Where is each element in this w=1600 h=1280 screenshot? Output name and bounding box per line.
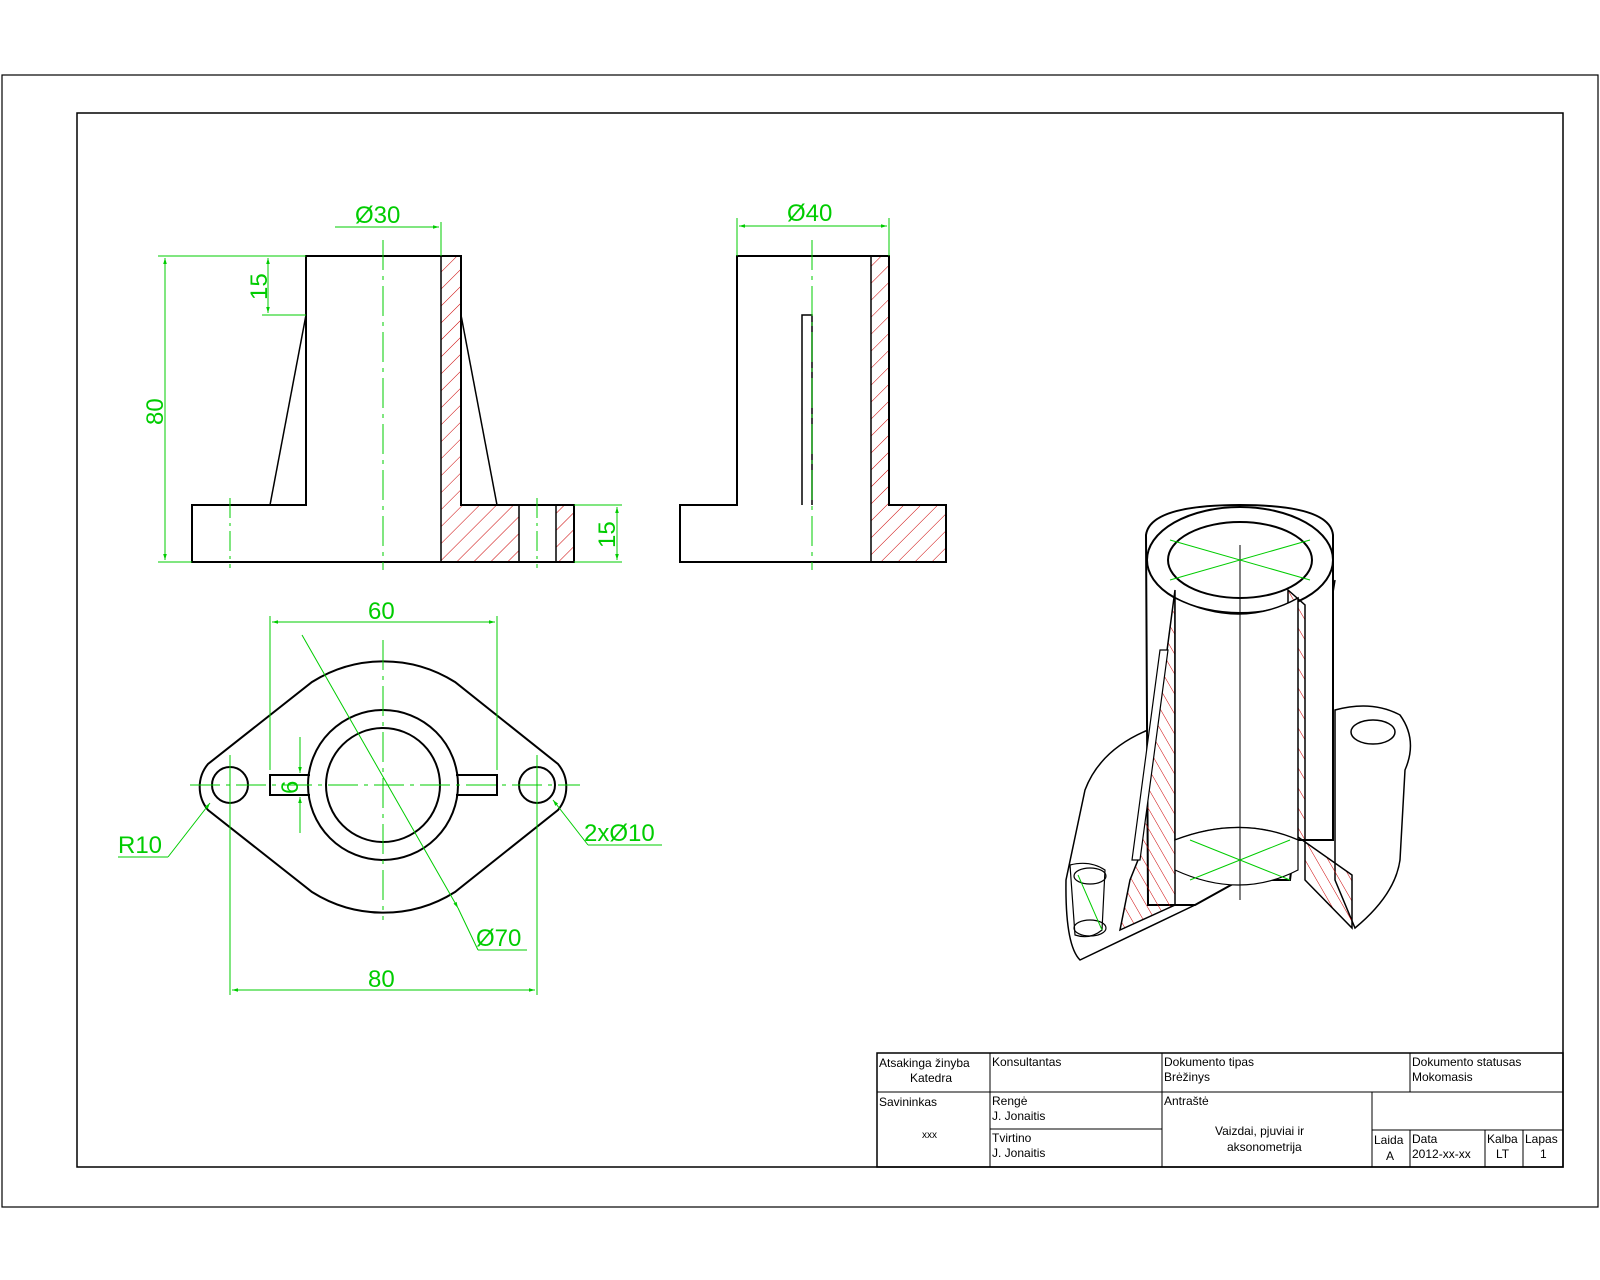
tb-owner-label: Savininkas bbox=[879, 1095, 937, 1109]
tb-issue-label: Laida bbox=[1374, 1133, 1404, 1147]
dim-plan-80: 80 bbox=[368, 966, 395, 993]
tb-title-line2: aksonometrija bbox=[1227, 1140, 1302, 1154]
tb-prepared-value: J. Jonaitis bbox=[992, 1109, 1045, 1123]
tb-language-label: Kalba bbox=[1487, 1132, 1518, 1146]
side-hatch-wall bbox=[871, 256, 889, 562]
tb-consultant-label: Konsultantas bbox=[992, 1055, 1061, 1069]
isometric-view bbox=[1065, 503, 1412, 961]
plan-view: 60 6 R10 2xØ10 Ø70 80 bbox=[118, 598, 662, 995]
tb-title-line1: Vaizdai, pjuviai ir bbox=[1215, 1124, 1304, 1138]
front-view: Ø30 15 80 15 bbox=[142, 202, 622, 570]
tb-language-value: LT bbox=[1496, 1147, 1510, 1161]
tb-doctype-value: Brėžinys bbox=[1164, 1070, 1210, 1084]
side-view: Ø40 bbox=[679, 200, 947, 570]
dim-plan-6: 6 bbox=[277, 781, 304, 794]
dim-plan-60: 60 bbox=[368, 598, 395, 625]
dim-front-15-base: 15 bbox=[594, 521, 621, 548]
front-hatch-base bbox=[461, 505, 519, 562]
tb-sheet-value: 1 bbox=[1540, 1147, 1547, 1161]
tb-responsible-label: Atsakinga žinyba bbox=[879, 1056, 970, 1070]
tb-approved-value: J. Jonaitis bbox=[992, 1146, 1045, 1160]
inner-border bbox=[76, 112, 1564, 1168]
title-block: Atsakinga žinyba Katedra Konsultantas Do… bbox=[876, 1052, 1564, 1168]
dim-plan-dia70: Ø70 bbox=[476, 925, 521, 952]
tb-date-value: 2012-xx-xx bbox=[1412, 1147, 1471, 1161]
tb-doctype-label: Dokumento tipas bbox=[1164, 1055, 1254, 1069]
front-hatch-base-end bbox=[556, 505, 574, 562]
tb-owner-value: xxx bbox=[922, 1130, 937, 1141]
dim-front-80: 80 bbox=[142, 398, 169, 425]
dim-plan-holes: 2xØ10 bbox=[584, 820, 655, 847]
tb-approved-label: Tvirtino bbox=[992, 1131, 1032, 1145]
tb-responsible-value: Katedra bbox=[910, 1071, 952, 1085]
tb-issue-value: A bbox=[1386, 1149, 1394, 1163]
tb-docstatus-label: Dokumento statusas bbox=[1412, 1055, 1521, 1069]
tb-sheet-label: Lapas bbox=[1525, 1132, 1558, 1146]
side-hatch-base bbox=[889, 505, 946, 562]
tb-title-label: Antraštė bbox=[1164, 1094, 1209, 1108]
dim-plan-r10: R10 bbox=[118, 832, 162, 859]
dim-front-15-top: 15 bbox=[246, 273, 273, 300]
dim-front-dia30: Ø30 bbox=[355, 202, 400, 229]
dim-side-dia40: Ø40 bbox=[787, 200, 832, 227]
tb-date-label: Data bbox=[1412, 1132, 1438, 1146]
outer-border bbox=[1, 74, 1599, 1208]
front-hatch-wall bbox=[441, 256, 461, 562]
tb-docstatus-value: Mokomasis bbox=[1412, 1070, 1473, 1084]
tb-prepared-label: Rengė bbox=[992, 1094, 1028, 1108]
